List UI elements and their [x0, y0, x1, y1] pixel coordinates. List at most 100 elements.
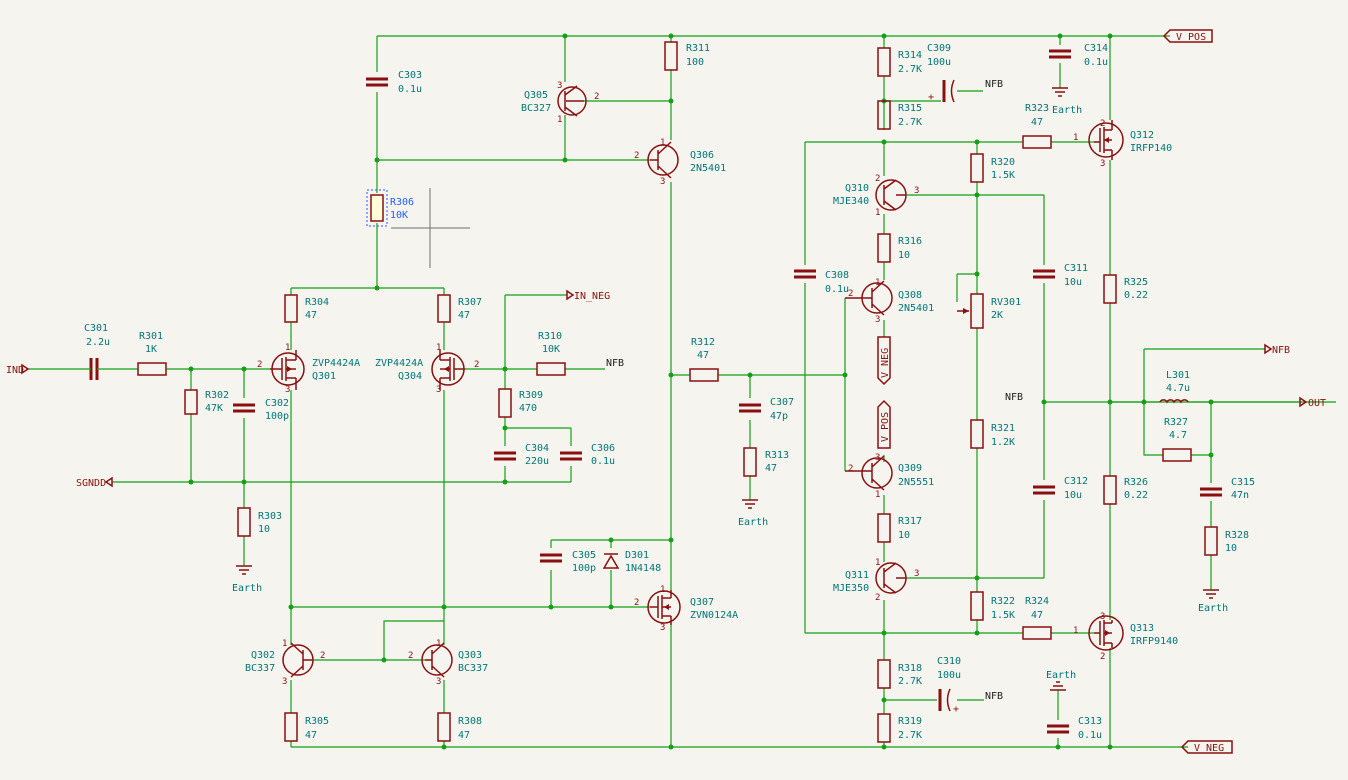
svg-text:2: 2: [257, 360, 262, 370]
resistor-r303[interactable]: [237, 507, 251, 537]
misc-parts[interactable]: [236, 87, 1219, 691]
resistor-r310[interactable]: [536, 362, 566, 376]
resistor-r317[interactable]: [877, 513, 891, 543]
capacitor-c313[interactable]: [1047, 724, 1069, 734]
resistor-r315[interactable]: [877, 100, 891, 130]
mosfet-q307[interactable]: 213: [634, 585, 681, 633]
capacitor-c310[interactable]: +: [938, 688, 959, 715]
resistor-r309[interactable]: [498, 388, 512, 418]
port-inneg-arrow[interactable]: [566, 289, 575, 301]
svg-text:3: 3: [282, 677, 287, 687]
ref-r324: R324: [1025, 596, 1049, 607]
port-nfb-arrow[interactable]: [1264, 343, 1273, 355]
ports[interactable]: [21, 29, 1308, 754]
mosfet-q312[interactable]: 123: [1073, 119, 1124, 169]
capacitor-c306[interactable]: [560, 451, 582, 461]
capacitor-c314[interactable]: [1049, 49, 1071, 59]
ref-r323: R323: [1025, 103, 1049, 114]
val-c305: 100p: [572, 563, 596, 574]
mosfet-q301[interactable]: 213: [257, 343, 305, 395]
port-in-arrow[interactable]: [21, 363, 30, 375]
ref-q302: Q302: [251, 650, 275, 661]
capacitor-c301[interactable]: [82, 358, 104, 380]
svg-text:1: 1: [285, 343, 290, 353]
transistor-q308[interactable]: 213: [845, 278, 893, 325]
resistor-r324[interactable]: [1022, 626, 1052, 640]
mosfet-q304[interactable]: 213: [431, 343, 479, 395]
val-r326: 0.22: [1124, 490, 1148, 501]
resistor-r319[interactable]: [877, 713, 891, 743]
diode-d301[interactable]: [602, 553, 620, 569]
port-out-arrow[interactable]: [1299, 396, 1308, 408]
ref-r321: R321: [991, 423, 1015, 434]
ref-c310: C310: [937, 656, 961, 667]
resistor-r301[interactable]: [137, 362, 167, 376]
val-r302: 47K: [205, 403, 223, 414]
ref-c311: C311: [1064, 263, 1088, 274]
val-c303: 0.1u: [398, 84, 422, 95]
resistor-r302[interactable]: [184, 389, 198, 415]
capacitor-c315[interactable]: [1200, 487, 1222, 497]
val-d301: 1N4148: [625, 563, 661, 574]
trimmer-rv301[interactable]: [957, 293, 984, 329]
earth-symbol-2: [742, 499, 758, 509]
ref-c302: C302: [265, 398, 289, 409]
val-r325: 0.22: [1124, 290, 1148, 301]
resistor-r307[interactable]: [437, 294, 451, 323]
resistors[interactable]: [137, 41, 1218, 743]
port-sgnd-arrow[interactable]: [104, 476, 113, 488]
capacitors[interactable]: + +: [82, 49, 1222, 734]
val-r316: 10: [898, 250, 910, 261]
resistor-r314[interactable]: [877, 47, 891, 77]
capacitor-c312[interactable]: [1033, 485, 1055, 495]
transistor-q303[interactable]: 213: [408, 639, 453, 687]
ref-c309: C309: [927, 43, 951, 54]
resistor-r304[interactable]: [284, 294, 298, 323]
resistor-r321[interactable]: [970, 419, 984, 449]
capacitor-c311[interactable]: [1033, 269, 1055, 279]
transistor-q305[interactable]: 312: [557, 81, 599, 125]
val-r321: 1.2K: [991, 437, 1015, 448]
ref-c312: C312: [1064, 476, 1088, 487]
resistor-r312[interactable]: [689, 368, 719, 382]
svg-text:1: 1: [436, 639, 441, 649]
resistor-r318[interactable]: [877, 659, 891, 689]
capacitor-c303[interactable]: [366, 77, 388, 87]
val-c312: 10u: [1064, 490, 1082, 501]
port-vneg-shape[interactable]: [1180, 740, 1233, 754]
capacitor-c308[interactable]: [794, 269, 816, 279]
port-vpos-shape[interactable]: [1162, 29, 1213, 43]
capacitor-c309[interactable]: +: [928, 79, 955, 103]
resistor-r326[interactable]: [1103, 475, 1117, 505]
transistor-q310[interactable]: 213: [875, 174, 919, 218]
transistor-q306[interactable]: 213: [634, 138, 679, 187]
capacitor-c302[interactable]: [233, 403, 255, 413]
svg-text:3: 3: [660, 177, 665, 187]
resistor-r320[interactable]: [970, 153, 984, 183]
val-r306: 10K: [390, 210, 408, 221]
resistor-r316[interactable]: [877, 233, 891, 263]
resistor-r305[interactable]: [284, 712, 298, 742]
resistor-r323[interactable]: [1022, 135, 1052, 149]
svg-text:1: 1: [436, 343, 441, 353]
resistor-r308[interactable]: [437, 712, 451, 742]
resistor-r327[interactable]: [1162, 448, 1192, 462]
capacitor-c305[interactable]: [540, 553, 562, 563]
transistor-q309[interactable]: 231: [845, 453, 893, 500]
resistor-r325[interactable]: [1103, 274, 1117, 304]
capacitor-c307[interactable]: [739, 403, 761, 413]
resistor-r306[interactable]: [370, 194, 384, 222]
inductor-l301[interactable]: [1159, 399, 1189, 404]
resistor-r311[interactable]: [664, 41, 678, 71]
transistor-q302[interactable]: 132: [282, 639, 325, 687]
transistor-q311[interactable]: 123: [875, 558, 919, 603]
resistor-r328[interactable]: [1204, 526, 1218, 556]
val-q305: BC327: [521, 103, 551, 114]
resistor-r322[interactable]: [970, 591, 984, 621]
transistors[interactable]: 312 213 132 213 213 213 231 123 213 213: [257, 81, 1124, 687]
capacitor-c304[interactable]: [494, 451, 516, 461]
resistor-r313[interactable]: [743, 447, 757, 477]
mosfet-q313[interactable]: 132: [1073, 612, 1124, 662]
